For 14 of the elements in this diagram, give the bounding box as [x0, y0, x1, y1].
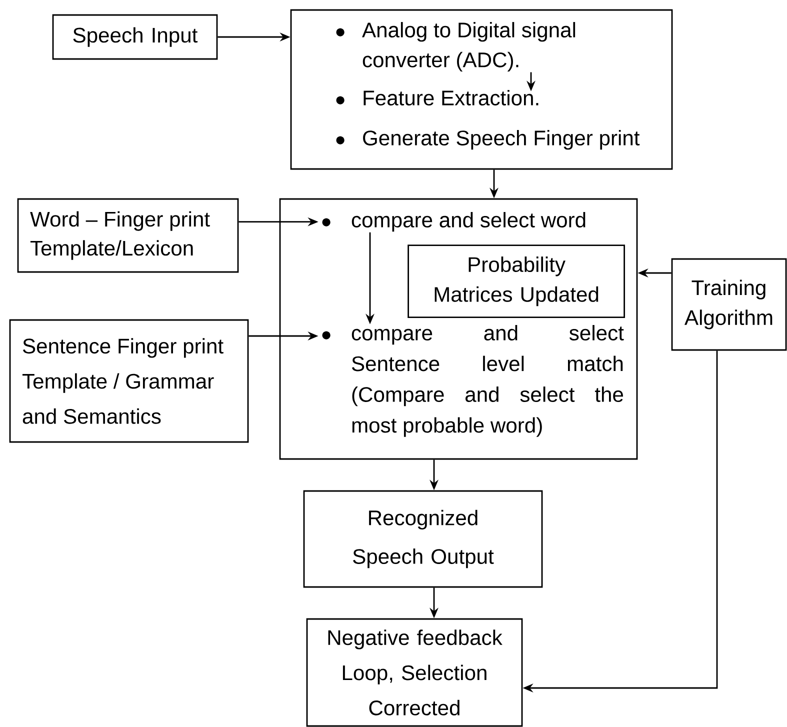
feedback-box: Negative feedback Loop, Selection Corrected [306, 618, 523, 727]
input-box: Word – Finger print Template/Lexicon [17, 198, 239, 273]
bullet-item: Analog to Digital signal converter (ADC). [362, 22, 576, 72]
process-box: Probability Matrices Updated [408, 244, 626, 318]
bullet-item: compare and select Sentence level match (Compare and select the most probable word) [352, 325, 624, 437]
output-box: Recognized Speech Output [303, 490, 543, 588]
process-box [290, 9, 673, 170]
input-box: Speech Input [52, 14, 218, 60]
bullet-item: Feature Extraction. [364, 90, 538, 106]
bullet-item: Generate Speech Finger print [363, 130, 640, 150]
bullet-item: compare and select word [352, 212, 586, 232]
input-box: Sentence Finger print Template / Grammar and Semantics [9, 319, 249, 443]
process-box [279, 198, 638, 460]
process-box: Training Algorithm [671, 258, 787, 351]
